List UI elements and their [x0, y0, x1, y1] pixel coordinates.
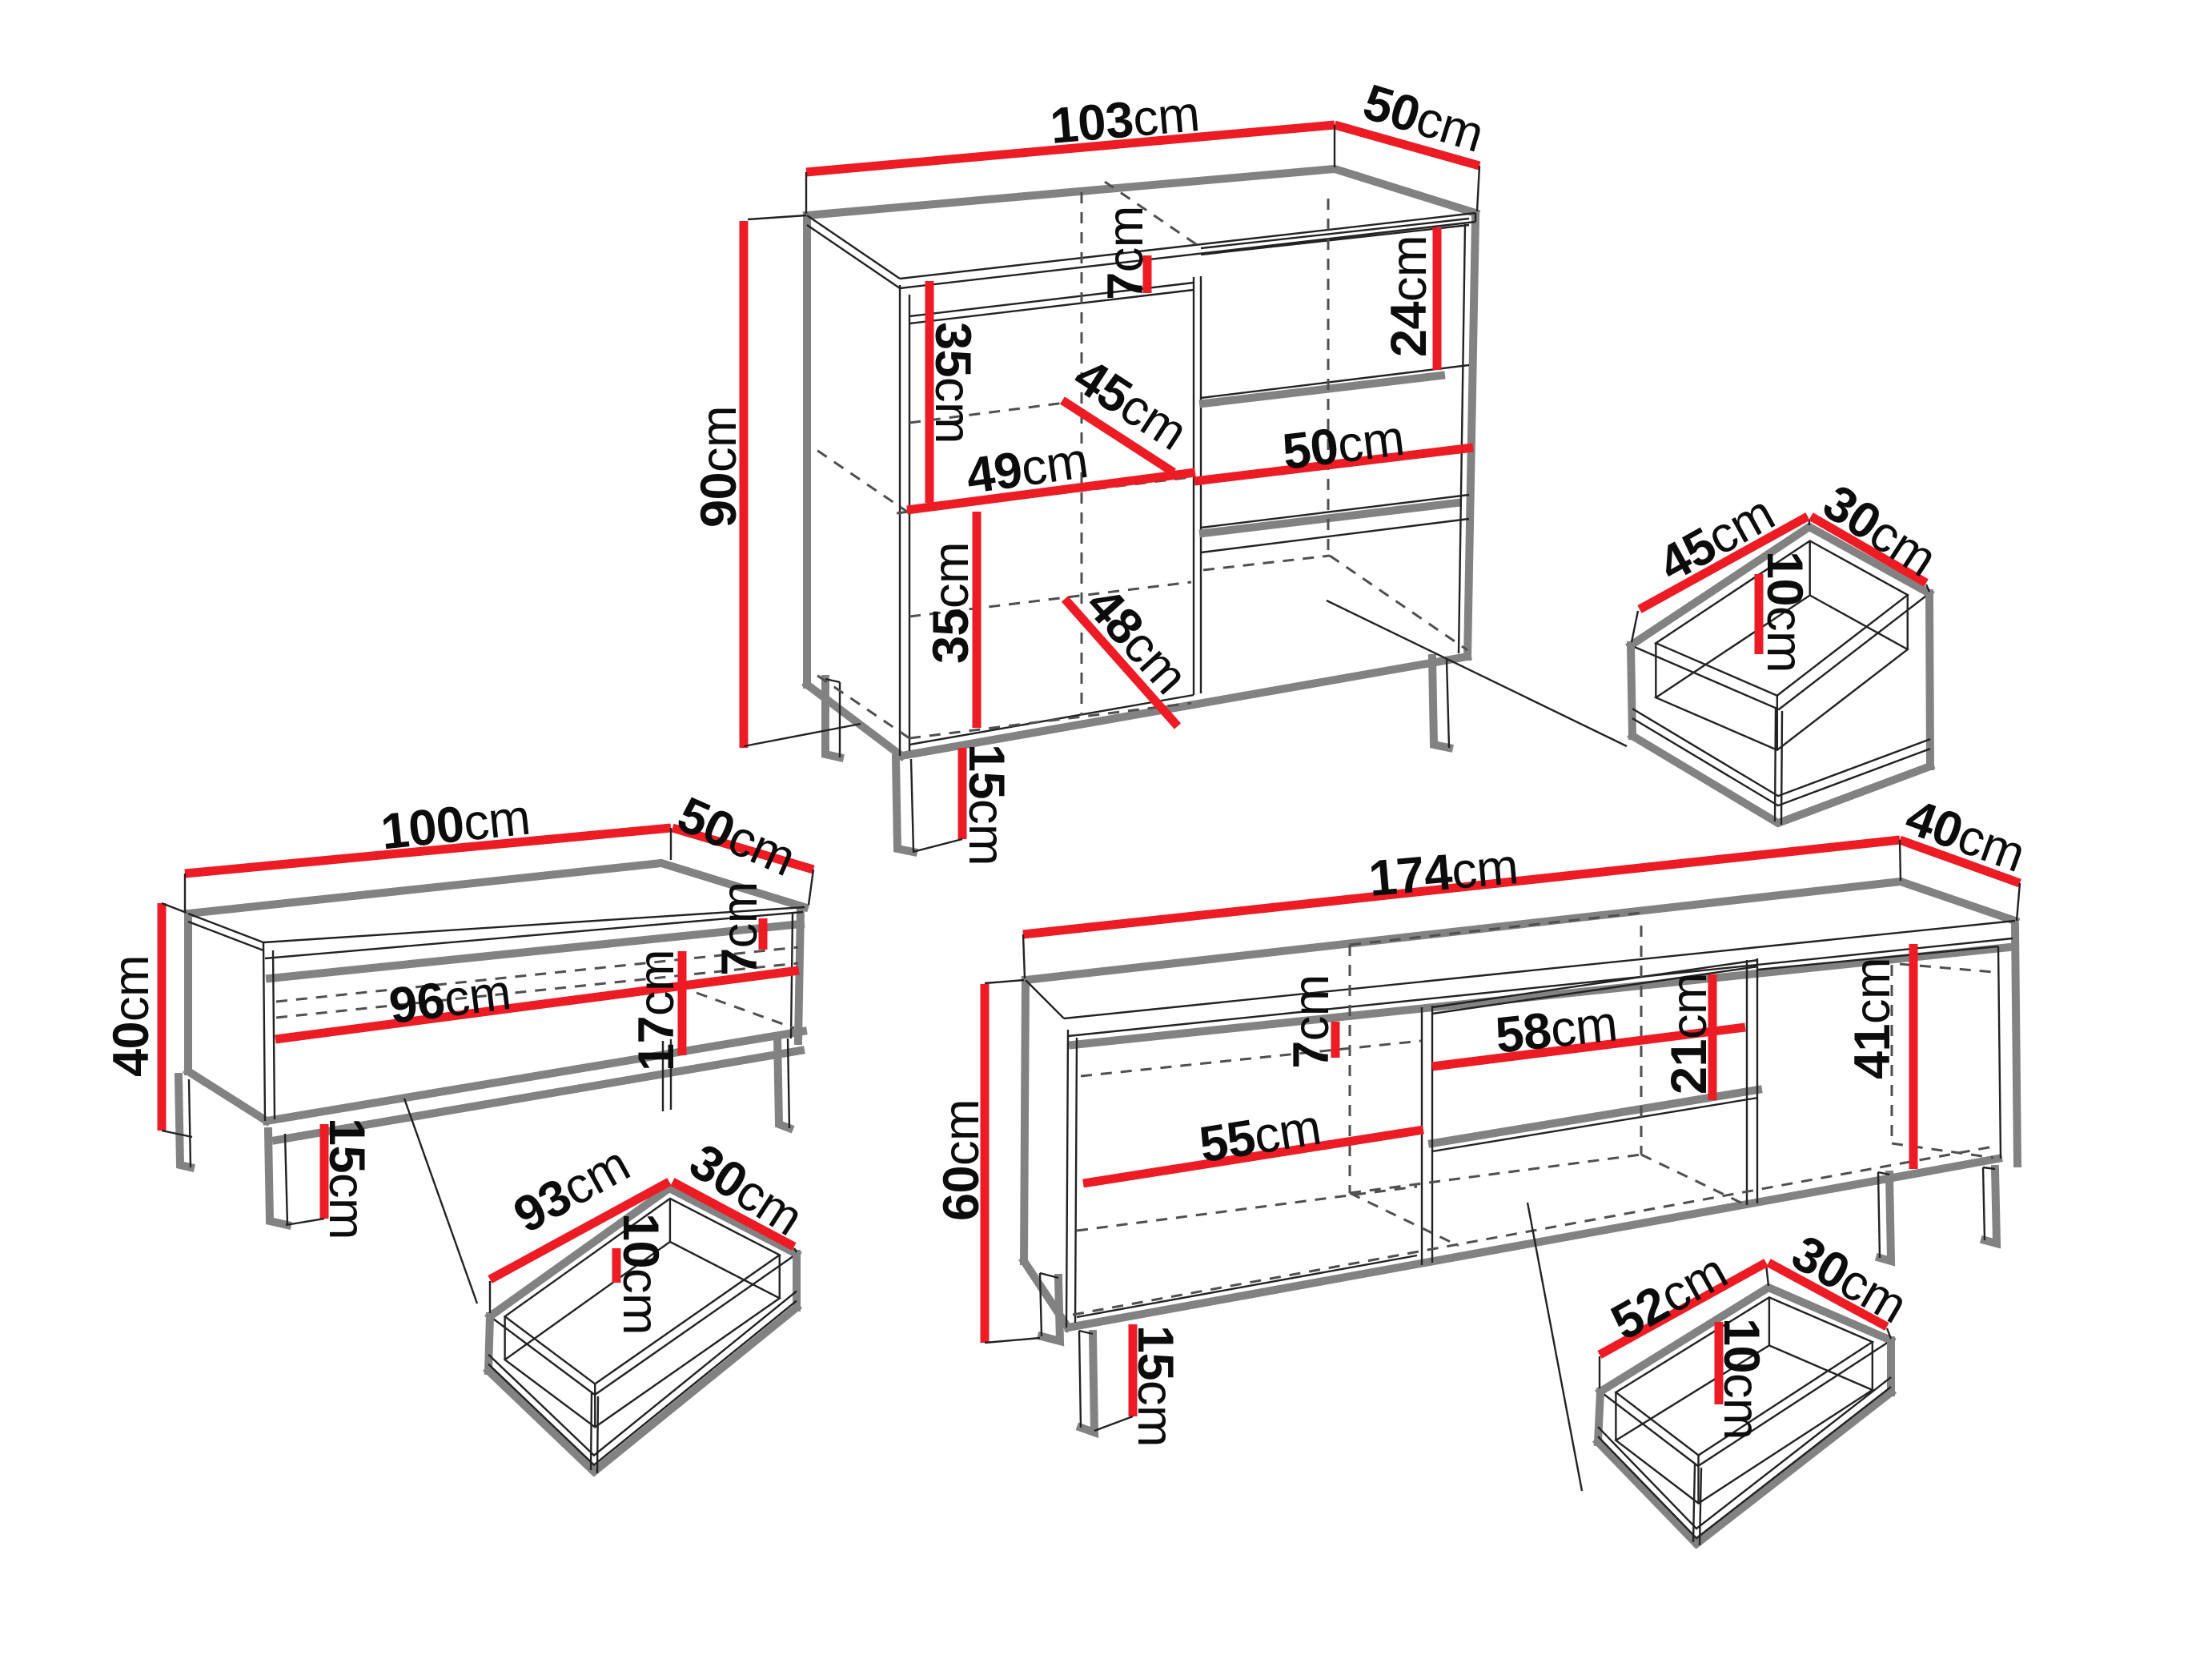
svg-text:103cm: 103cm: [1048, 86, 1202, 155]
svg-text:96cm: 96cm: [386, 964, 513, 1034]
svg-text:15cm: 15cm: [958, 744, 1014, 866]
svg-text:17cm: 17cm: [628, 950, 684, 1071]
svg-text:7cm: 7cm: [712, 882, 768, 976]
svg-text:10cm: 10cm: [612, 1213, 668, 1335]
svg-text:58cm: 58cm: [1493, 995, 1620, 1064]
svg-text:21cm: 21cm: [1661, 973, 1717, 1095]
svg-text:15cm: 15cm: [319, 1118, 375, 1239]
svg-text:40cm: 40cm: [103, 955, 159, 1077]
svg-text:24cm: 24cm: [1381, 235, 1437, 357]
svg-text:60cm: 60cm: [933, 1099, 990, 1221]
svg-text:50cm: 50cm: [1279, 410, 1407, 480]
svg-text:41cm: 41cm: [1845, 958, 1901, 1079]
svg-text:35cm: 35cm: [925, 322, 981, 444]
svg-text:10cm: 10cm: [1756, 551, 1813, 673]
svg-text:55cm: 55cm: [1195, 1099, 1324, 1174]
svg-text:100cm: 100cm: [379, 789, 533, 860]
svg-text:7cm: 7cm: [1098, 206, 1154, 300]
svg-text:49cm: 49cm: [963, 432, 1091, 504]
svg-text:7cm: 7cm: [1283, 974, 1339, 1069]
svg-text:174cm: 174cm: [1367, 838, 1520, 907]
svg-text:10cm: 10cm: [1713, 1318, 1769, 1440]
svg-text:35cm: 35cm: [923, 542, 979, 664]
svg-text:15cm: 15cm: [1127, 1325, 1183, 1447]
svg-text:90cm: 90cm: [691, 406, 747, 528]
